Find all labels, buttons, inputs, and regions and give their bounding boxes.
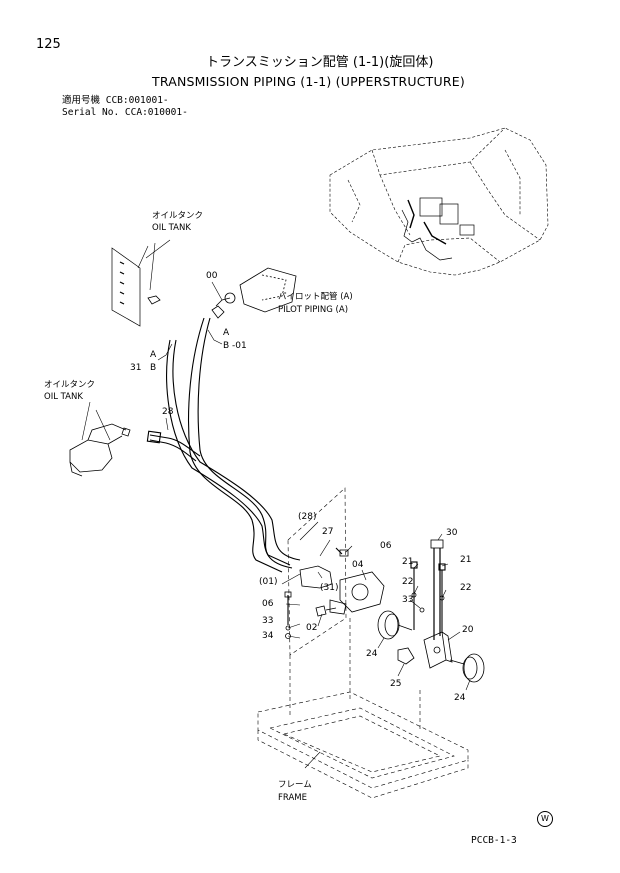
callout-b-upper: B (223, 341, 230, 351)
bolt-06-right (335, 547, 349, 557)
oil-tank-top-label-jp: オイルタンク (152, 211, 204, 221)
oil-tank-top-wall (111, 239, 171, 327)
callout-28-ref: (28) (298, 512, 317, 522)
hose-28 (146, 430, 201, 462)
callout-02: 02 (306, 623, 318, 633)
callout-06-upper: 06 (380, 541, 392, 551)
oil-tank-left (69, 401, 131, 477)
frame-label-en: FRAME (278, 793, 307, 803)
title-english: TRANSMISSION PIPING (1-1) (UPPERSTRUCTUR… (152, 74, 465, 89)
hose-bundle (166, 317, 301, 573)
w-mark-symbol: W (537, 811, 553, 827)
callout-33-right: 33 (402, 595, 414, 605)
callout-30: 30 (446, 528, 458, 538)
callout-24-right: 24 (454, 693, 466, 703)
callout-22-left: 22 (402, 577, 414, 587)
callout-01-ref: (01) (259, 577, 278, 587)
frame-outline (257, 618, 469, 799)
valve-assembly (299, 565, 385, 617)
callout-20: 20 (462, 625, 474, 635)
frame-label-jp: フレーム (278, 780, 312, 790)
applicable-serial-jp: 適用号機 CCB:001001- (62, 95, 169, 106)
callout-01: -01 (232, 341, 247, 351)
mirror-24-right (449, 653, 485, 683)
page-number: 125 (36, 37, 61, 52)
washers-22-33 (411, 592, 445, 613)
oil-tank-left-label-en: OIL TANK (44, 392, 83, 402)
callout-28: 28 (162, 407, 174, 417)
serial-number: Serial No. CCA:010001- (62, 107, 188, 118)
callout-00: 00 (206, 271, 218, 281)
mounting-plate (287, 487, 347, 656)
callout-25: 25 (390, 679, 402, 689)
callout-34: 34 (262, 631, 274, 641)
callout-31: 31 (130, 363, 142, 373)
oil-tank-top-label-en: OIL TANK (152, 223, 191, 233)
leader-lines (157, 281, 471, 769)
pilot-piping-label-jp: パイロット配管 (A) (278, 292, 353, 302)
elbow-25 (397, 647, 415, 665)
callout-24-left: 24 (366, 649, 378, 659)
callout-04: 04 (352, 560, 364, 570)
engine-transmission-detail (401, 197, 475, 261)
pilot-valve-block (211, 267, 297, 319)
oil-tank-left-label-jp: オイルタンク (44, 380, 96, 390)
callout-27: 27 (322, 527, 334, 537)
pilot-piping-label-en: PILOT PIPING (A) (278, 305, 349, 315)
callout-21-left: 21 (402, 557, 414, 567)
callout-a-lower: A (150, 350, 157, 360)
title-japanese: トランスミッション配管 (1-1)(旋回体) (206, 55, 434, 70)
page-code: PCCB-1-3 (471, 835, 517, 846)
mirror-24-left (377, 610, 413, 640)
callout-b-lower: B (150, 363, 157, 373)
callout-a-upper: A (223, 328, 230, 338)
callout-31-ref: (31) (320, 583, 339, 593)
bolt-06-left (284, 591, 292, 639)
bracket-20 (423, 539, 453, 669)
callout-06-lower: 06 (262, 599, 274, 609)
callout-33-left: 33 (262, 616, 274, 626)
upperstructure-outline (329, 127, 549, 276)
callout-21-right: 21 (460, 555, 472, 565)
callout-22-right: 22 (460, 583, 472, 593)
